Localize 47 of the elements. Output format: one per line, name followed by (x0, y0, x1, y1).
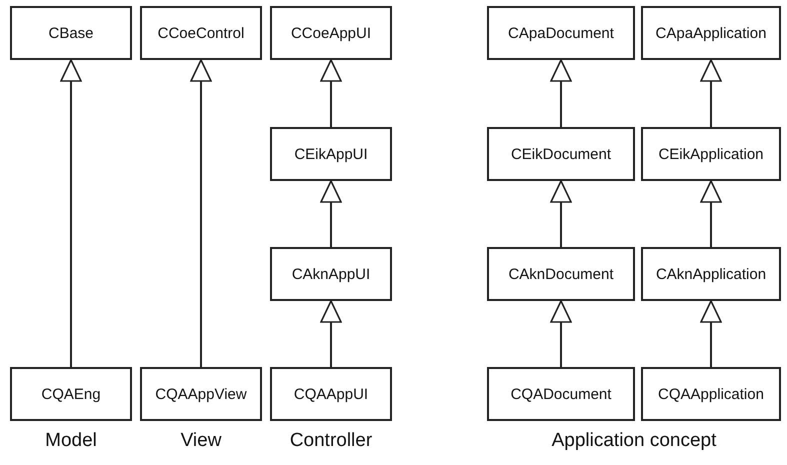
class-name: CAknAppUI (292, 266, 370, 282)
class-name: CEikAppUI (294, 146, 368, 162)
class-name: CBase (48, 24, 94, 42)
class-box (641, 367, 781, 421)
inheritance-arrow (320, 180, 342, 247)
class-name: CEikDocument (510, 146, 612, 162)
class-box (10, 6, 132, 60)
class-name: CQAEng (41, 386, 101, 402)
inheritance-arrow (190, 59, 212, 367)
class-box (140, 6, 262, 60)
inheritance-arrow (320, 59, 342, 127)
class-box (270, 367, 392, 421)
class-box (270, 127, 392, 181)
class-name: CQAAppView (155, 386, 247, 402)
class-name: CEikApplication (658, 146, 764, 162)
column-caption: View (180, 430, 222, 452)
inheritance-arrow (60, 59, 82, 367)
class-box (140, 367, 262, 421)
class-name: CCoeControl (158, 24, 244, 42)
class-box (270, 247, 392, 301)
inheritance-arrow (700, 59, 722, 127)
class-name: CAknDocument (508, 266, 614, 282)
inheritance-arrow (700, 180, 722, 247)
class-name: CQAApplication (658, 386, 764, 402)
class-box (641, 6, 781, 60)
column-caption: Application concept (550, 430, 718, 452)
class-name: CQAAppUI (294, 386, 368, 402)
class-name: CAknApplication (656, 266, 766, 282)
class-box (641, 247, 781, 301)
inheritance-arrow (550, 300, 572, 367)
inheritance-arrow (320, 300, 342, 367)
class-name: CApaDocument (508, 24, 614, 42)
class-name: CQADocument (510, 386, 612, 402)
class-name: CApaApplication (656, 24, 766, 42)
class-box (10, 367, 132, 421)
column-caption: Controller (288, 430, 374, 452)
inheritance-arrow (550, 59, 572, 127)
class-box (487, 367, 635, 421)
class-box (487, 6, 635, 60)
class-name: CCoeAppUI (290, 24, 372, 42)
class-box (270, 6, 392, 60)
class-box (641, 127, 781, 181)
column-caption: Model (44, 430, 98, 452)
inheritance-arrow (550, 180, 572, 247)
class-box (487, 127, 635, 181)
inheritance-arrow (700, 300, 722, 367)
class-box (487, 247, 635, 301)
